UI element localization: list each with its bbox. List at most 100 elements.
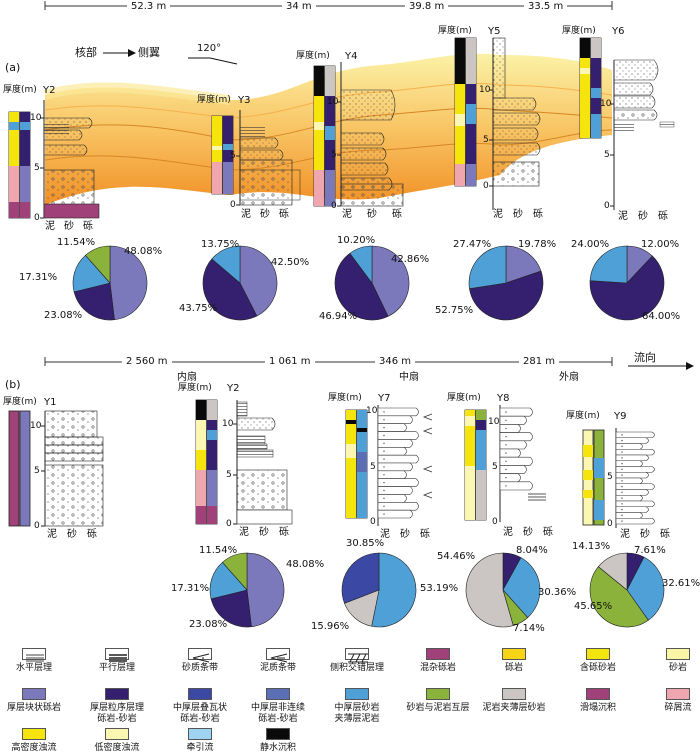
y8-grain [505,452,507,454]
y7-bed [377,501,419,511]
y8-bed [499,415,527,425]
well-name-y5a: Y5 [488,26,501,37]
pie-a-y3-slice-2 [202,258,258,321]
well-name-y6a: Y6 [612,26,625,37]
pie-a-y4-slice-2 [334,252,389,321]
y7-grain [383,458,385,460]
legend-swatch [188,648,212,663]
well-y4-a [313,62,404,207]
pie-a-y2-pct-1: 48.08% [124,246,163,257]
direction-wing: 侧翼 [138,46,160,59]
xlabel-y5a-gravel: 砾 [533,209,543,220]
xlabel-y2b-gravel: 砾 [279,527,289,538]
well-y5-a [454,37,541,210]
well-name-y1: Y1 [44,397,57,408]
tick-b-y9-5: 5 [607,472,613,482]
legend-swatch [105,688,129,700]
tick-a-y4-5: 5 [331,150,337,160]
thickness-label-y1: 厚度(m) [3,397,37,407]
pie-b-y9-pct-3: 45.65% [574,601,613,612]
pie-a-y2-slice-1 [109,245,148,321]
y7-bed [377,407,419,417]
xlabel-y2b-mud: 泥 [239,527,249,538]
legend-label: 侧积交错层理 [329,663,384,673]
y8-bed [499,456,533,466]
xlabel-y6a-sand: 砂 [638,211,648,222]
xlabel-y8-mud: 泥 [503,527,513,538]
legend-swatch [345,648,369,663]
y9-bed [615,517,655,525]
legend-label: 中厚层砂岩 夹薄层泥岩 [334,703,380,724]
pie-a-y4-slice-1 [371,245,410,317]
pie-a-y4-pct-3: 10.20% [337,235,376,246]
tick-a-y2-0: 0 [34,213,40,223]
legend-swatch [266,688,290,700]
legend-label: 中厚层叠瓦状 砾岩-砂岩 [172,703,227,724]
pie-a-y2-slice-2 [73,282,115,321]
pie-b-y8-pct-1: 8.04% [516,545,548,556]
tick-b-y2-5: 5 [226,470,232,480]
y8-grain [505,419,507,421]
y7-grain [383,450,385,452]
well-name-y8: Y8 [497,393,510,404]
legend-swatch [22,728,46,740]
distance-a-2: 34 m [282,2,316,12]
pie-a-y2-pct-3: 17.31% [19,272,58,283]
legend-swatch [188,688,212,700]
tick-b-y8-0: 0 [492,517,498,527]
pie-b-y8-pct-4: 54.46% [437,551,476,562]
y9-grain [621,480,623,482]
pie-b-y8-pct-2: 30.36% [538,587,577,598]
tick-a-y6-0: 0 [604,201,610,211]
y8-grain [505,427,507,430]
legend-label: 静水沉积 [259,743,296,753]
legend-label: 低密度浊流 [94,743,140,753]
pie-b-y7-slice-1 [371,552,417,628]
tick-a-y5-0: 0 [483,181,489,191]
legend-label: 砂岩与泥岩互层 [406,703,470,713]
azimuth-label: 120° [197,43,222,54]
y9-grain [621,451,623,453]
pie-b-y9-slice-2 [626,556,665,621]
flow-direction: 流向 [634,351,656,364]
y7-grain [383,481,385,484]
legend-label: 砾岩 [504,663,523,673]
legend-swatch [502,688,526,700]
legend-swatch [266,728,290,740]
legend-label: 水平层理 [15,663,52,673]
well-y2-a [8,100,100,219]
xlabel-y9-gravel: 砾 [660,529,670,540]
pie-a-y6-pct-1: 12.00% [641,239,680,250]
distance-a-3: 39.8 m [405,2,449,12]
legend-label: 泥质条带 [259,663,296,673]
pie-b-y2-pct-2: 23.08% [189,619,228,630]
y7-grain [383,434,385,437]
y7-bed [377,486,413,495]
xlabel-y1-gravel: 砾 [87,529,97,540]
legend-label: 平行层理 [98,663,135,673]
y9-grain [621,468,623,471]
thickness-label-y2b: 厚度(m) [178,383,212,393]
pie-a-y3-pct-1: 42.50% [271,257,310,268]
pie-a-y2-pct-4: 11.54% [57,237,96,248]
legend-swatch [666,648,690,660]
thickness-label-y9: 厚度(m) [566,411,600,421]
well-name-y2a: Y2 [43,85,56,96]
tick-b-y1-5: 5 [34,466,40,476]
legend-label: 牵引流 [186,743,214,753]
y7-bed [377,431,419,440]
y9-bed [615,466,655,473]
legend-label: 含砾砂岩 [579,663,616,673]
y7-bed [377,439,413,448]
legend-label: 厚层块状砾岩 [6,703,61,713]
xlabel-y2a-mud: 泥 [45,221,55,232]
panel-b-label: (b) [5,378,21,391]
pie-b-y7-slice-3 [341,552,380,604]
zone-outer: 外扇 [559,372,579,383]
y9-grain [621,457,623,459]
well-y2-b [195,399,293,525]
well-name-y2b: Y2 [227,383,240,394]
